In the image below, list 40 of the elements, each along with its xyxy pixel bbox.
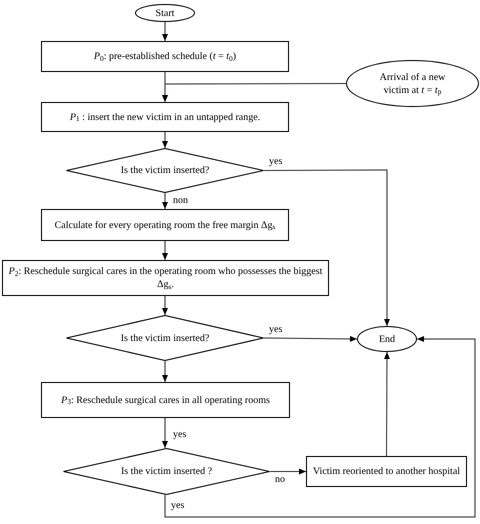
node-label: P$_{3}$: Reschedule surgical cares in all operating rooms	[60, 394, 271, 406]
process-box	[41, 209, 289, 241]
process-box	[306, 456, 467, 487]
end-terminal	[357, 326, 417, 352]
process-box	[41, 382, 290, 418]
start-terminal	[135, 4, 195, 22]
arrow	[164, 336, 476, 518]
edge-label: yes	[268, 324, 284, 336]
edge-label: yes	[268, 156, 284, 168]
edge-label: yes	[172, 429, 188, 441]
arrow	[162, 192, 168, 210]
arrow	[162, 360, 168, 382]
decision-diamond	[66, 148, 264, 193]
process-box	[41, 41, 289, 72]
node-label: Calculate for every operating room the free margin Δg$_{s}$	[54, 218, 276, 232]
arrow	[162, 296, 168, 316]
node-label: P$_{0}$: pre-established schedule (t = t$_{0}$)	[92, 50, 238, 63]
process-box	[41, 102, 289, 132]
node-label: Is the victim inserted ?	[120, 465, 214, 478]
decision-diamond	[66, 315, 264, 361]
node-label: Is the victim inserted?	[120, 164, 210, 177]
node-label: Is the victim inserted?	[120, 332, 210, 344]
arrow	[162, 240, 168, 260]
process-box	[2, 260, 329, 296]
node-label: P$_{1}$ : insert the new victim in an untapped range.	[68, 110, 262, 124]
edge-label: yes	[170, 500, 186, 512]
decision-diamond	[63, 448, 270, 495]
arrow	[264, 170, 390, 326]
arrow	[162, 418, 168, 448]
arrow	[162, 132, 168, 148]
arrow	[162, 22, 168, 42]
arrow	[264, 336, 358, 342]
node-label: P$_{2}$: Reschedule surgical cares in the operating room who possesses the biggest Δg$_{s}$.	[8, 265, 324, 291]
node-label: Arrival of a new victim at t = t$_{p}$	[378, 70, 446, 96]
arrow	[162, 83, 346, 102]
arrow	[270, 468, 306, 474]
node-label: Victim reoriented to another hospital	[312, 465, 462, 478]
node-label: End	[378, 332, 396, 346]
arrow	[384, 352, 390, 456]
node-label: Start	[154, 6, 176, 20]
